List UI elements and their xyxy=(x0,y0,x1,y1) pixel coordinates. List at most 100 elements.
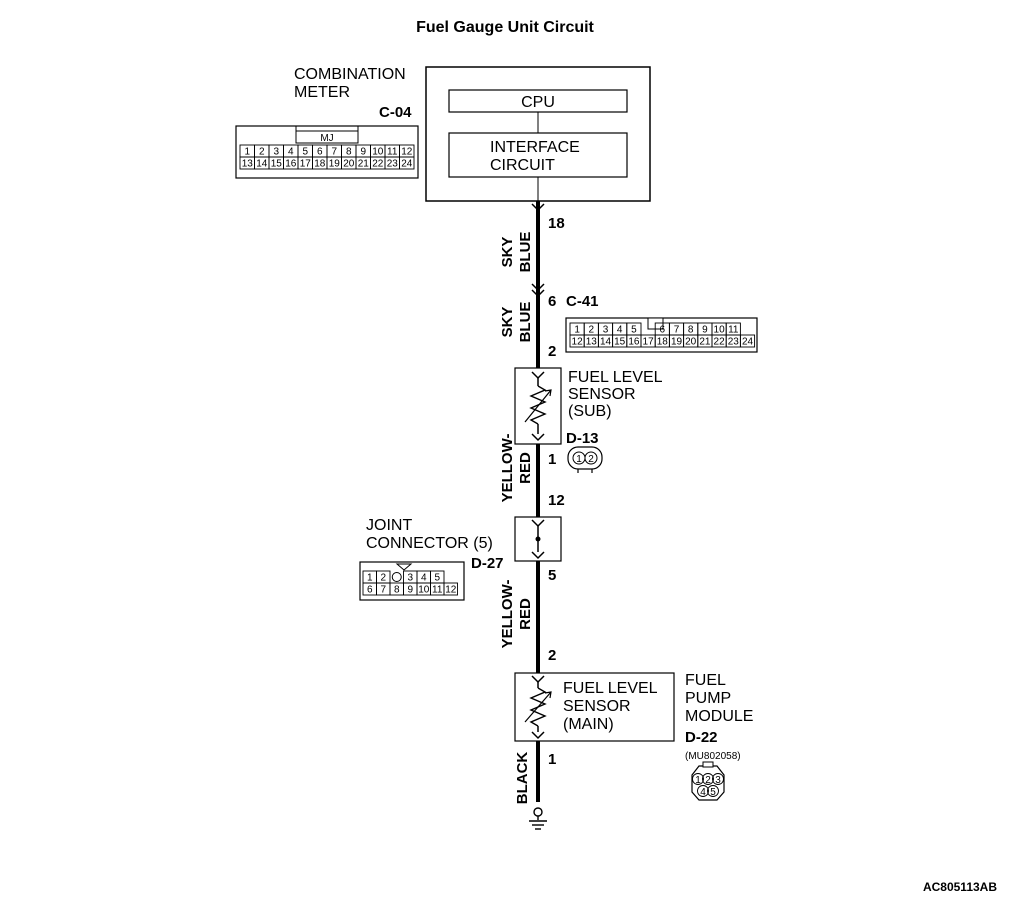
ground-icon xyxy=(529,807,547,830)
sensor-sub-pin-in: 2 xyxy=(548,343,556,360)
wire3-color-line1: YELLOW- xyxy=(499,434,516,503)
pin-18-chevron xyxy=(531,203,545,212)
sensor-sub-connector-id: D-13 xyxy=(566,430,599,447)
figure-code: AC805113AB xyxy=(923,880,997,894)
c04-pin-24: 24 xyxy=(401,159,413,170)
c41-pin-number: 6 xyxy=(548,293,556,310)
combination-meter: COMBINATION METER C-04 CPU INTERFACE CIR… xyxy=(294,66,651,202)
d27-pin-12-cell xyxy=(443,582,458,596)
wire4-color-line2: RED xyxy=(517,598,534,630)
sensor-sub-label-line2: SENSOR xyxy=(568,386,636,403)
sensor-sub-pin-out: 1 xyxy=(548,451,556,468)
d22-pin-4: 4 xyxy=(700,787,706,798)
d22-pin-1: 1 xyxy=(695,775,701,786)
c41-pin-23: 23 xyxy=(728,337,740,348)
c04-pin-17: 17 xyxy=(300,159,312,170)
c04-pin-21: 21 xyxy=(358,159,370,170)
d27-pin-8: 8 xyxy=(394,585,400,596)
c04-pin-8: 8 xyxy=(346,147,352,158)
c04-pin-12: 12 xyxy=(401,147,413,158)
wire5-color-label: BLACK xyxy=(514,752,531,805)
wire2-color-line2: BLUE xyxy=(517,302,534,343)
joint-connector-label-line2: CONNECTOR (5) xyxy=(366,535,493,552)
c04-pin-2: 2 xyxy=(259,147,265,158)
interface-circuit-label-line2: CIRCUIT xyxy=(490,157,555,174)
c41-pin-24-cell xyxy=(739,334,756,348)
fuel-pump-module-connector-id: D-22 xyxy=(685,729,718,746)
joint-connector-pin-in: 12 xyxy=(548,492,565,509)
fuel-pump-module-label-line2: PUMP xyxy=(685,690,731,707)
d13-pin-2: 2 xyxy=(588,454,594,465)
c04-pin-20: 20 xyxy=(343,159,355,170)
d27-pin-7: 7 xyxy=(380,585,386,596)
c41-pin-9: 9 xyxy=(702,325,708,336)
d22-pin-5: 5 xyxy=(710,787,716,798)
c04-pin-18: 18 xyxy=(314,159,326,170)
c41-connector-chevron xyxy=(531,283,545,298)
wire3-color-line2: RED xyxy=(517,452,534,484)
sensor-main-pin-in: 2 xyxy=(548,647,556,664)
joint-connector-id: D-27 xyxy=(471,555,504,572)
sensor-main-label-line3: (MAIN) xyxy=(563,716,614,733)
c41-connector-id: C-41 xyxy=(566,293,599,310)
joint-connector-label-line1: JOINT xyxy=(366,517,412,534)
wire4-color-line1: YELLOW- xyxy=(499,580,516,649)
d27-pin-5: 5 xyxy=(434,573,440,584)
c04-pin-24-cell xyxy=(399,156,415,170)
sensor-main-label-line1: FUEL LEVEL xyxy=(563,680,658,697)
c41-pin-21: 21 xyxy=(699,337,711,348)
c41-pin-16: 16 xyxy=(628,337,640,348)
c04-pin-23: 23 xyxy=(387,159,399,170)
combination-meter-label-line1: COMBINATION xyxy=(294,66,406,83)
d13-pin-1: 1 xyxy=(576,454,582,465)
fuel-pump-module-label-line1: FUEL xyxy=(685,672,726,689)
interface-circuit-label-line1: INTERFACE xyxy=(490,139,580,156)
d22-pin-3: 3 xyxy=(715,775,721,786)
wire1-color-line2: BLUE xyxy=(517,232,534,273)
d27-pin-6: 6 xyxy=(367,585,373,596)
connector-d13-face: 1 2 xyxy=(567,446,603,473)
c41-pin-22: 22 xyxy=(714,337,726,348)
d27-pin-10: 10 xyxy=(418,585,430,596)
c04-pin-10: 10 xyxy=(372,147,384,158)
d27-pin-11: 11 xyxy=(432,585,443,596)
c41-pin-7: 7 xyxy=(674,325,680,336)
c41-pin-15: 15 xyxy=(614,337,626,348)
c41-pin-4: 4 xyxy=(617,325,623,336)
combination-meter-label-line2: METER xyxy=(294,84,350,101)
c41-pin-19: 19 xyxy=(671,337,683,348)
d22-pin-2: 2 xyxy=(705,775,711,786)
c04-pin-19: 19 xyxy=(329,159,341,170)
fuel-pump-module-part-number: (MU802058) xyxy=(685,751,741,762)
c41-pin-10: 10 xyxy=(714,325,726,336)
fuel-level-sensor-sub xyxy=(514,367,562,445)
cpu-label: CPU xyxy=(521,94,555,111)
diagram-title: Fuel Gauge Unit Circuit xyxy=(416,19,594,36)
d27-pin-9: 9 xyxy=(407,585,413,596)
sensor-main-pin-out: 1 xyxy=(548,751,556,768)
c41-pin-11: 11 xyxy=(728,325,739,336)
c41-pin-17: 17 xyxy=(643,337,655,348)
c41-pin-8: 8 xyxy=(688,325,694,336)
d27-pin-12: 12 xyxy=(445,585,457,596)
wire2-color-line1: SKY xyxy=(499,307,516,338)
c04-pin-16: 16 xyxy=(285,159,297,170)
d27-pin-4: 4 xyxy=(421,573,427,584)
c04-pin-13: 13 xyxy=(242,159,254,170)
c41-pin-1: 1 xyxy=(574,325,580,336)
c04-pin-22: 22 xyxy=(372,159,384,170)
connector-c04-tab: MJ xyxy=(320,133,333,144)
c41-pin-13: 13 xyxy=(586,337,598,348)
fuel-level-sensor-main xyxy=(514,672,675,742)
sensor-main-label-line2: SENSOR xyxy=(563,698,631,715)
meter-pin-number: 18 xyxy=(548,215,565,232)
c41-pin-14: 14 xyxy=(600,337,612,348)
c41-pin-12: 12 xyxy=(572,337,584,348)
c04-pin-4: 4 xyxy=(288,147,294,158)
d27-key-hole xyxy=(391,572,402,582)
c04-pin-1: 1 xyxy=(244,147,250,158)
